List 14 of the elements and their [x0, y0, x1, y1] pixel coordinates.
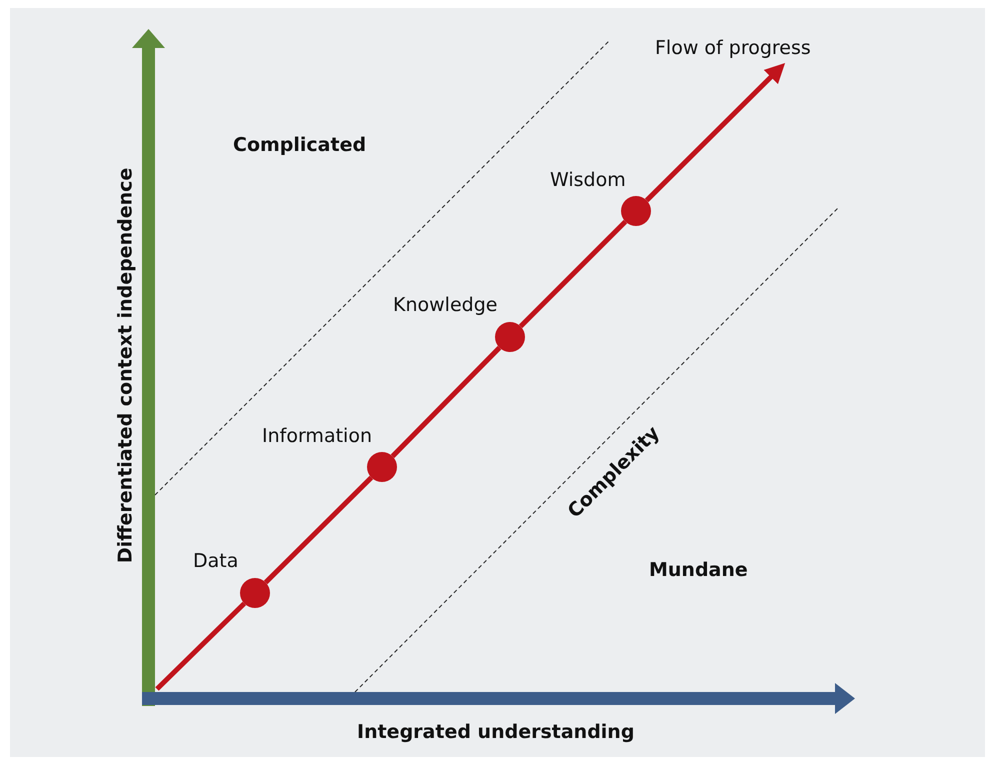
progress-line [155, 602, 246, 691]
axis-title: Differentiated context independence [114, 167, 136, 563]
stage-label: Knowledge [393, 295, 498, 316]
progress-line [264, 476, 374, 584]
stage-label: Data [193, 551, 238, 572]
progress-line [518, 220, 628, 328]
progress-line [390, 346, 502, 458]
stage-label: Wisdom [550, 170, 626, 191]
axis-title: Integrated understanding [357, 722, 634, 743]
region-label: Mundane [649, 560, 748, 581]
progress-arrow [644, 62, 786, 202]
region-label: Complicated [233, 135, 366, 156]
arrow-label: Flow of progress [655, 38, 811, 59]
stage-label: Information [262, 426, 372, 447]
